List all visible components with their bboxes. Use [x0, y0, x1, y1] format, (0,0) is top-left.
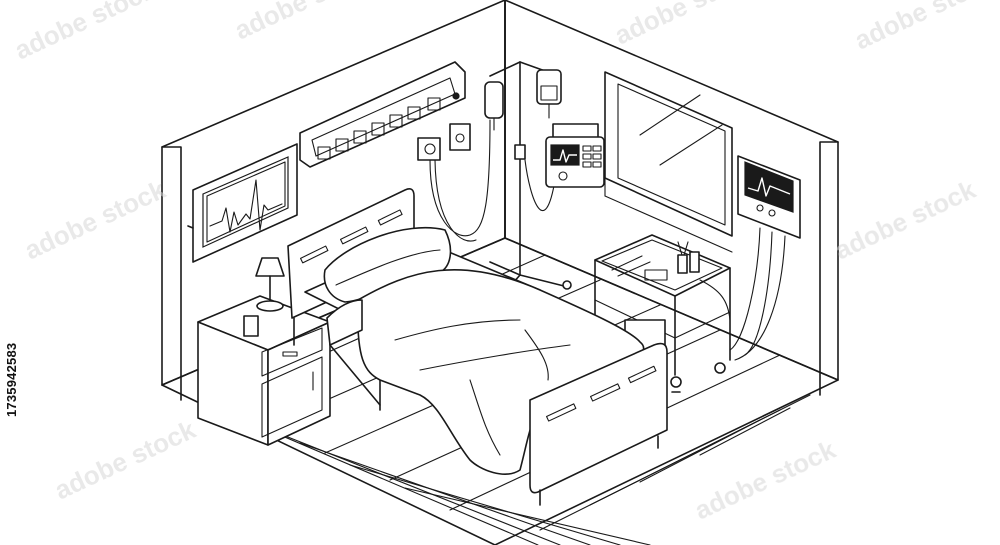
vital-signs-monitor [729, 155, 801, 361]
bedside-cabinet [197, 295, 331, 446]
stock-id-label: 1735942583 [4, 342, 19, 417]
drinking-glass [243, 315, 259, 337]
table-lamp [255, 257, 285, 312]
wall-ecg-monitor [187, 143, 298, 263]
infusion-pump [545, 123, 605, 188]
wall-gas-panel [299, 61, 491, 242]
hospital-bed [287, 188, 681, 506]
window [604, 71, 733, 253]
